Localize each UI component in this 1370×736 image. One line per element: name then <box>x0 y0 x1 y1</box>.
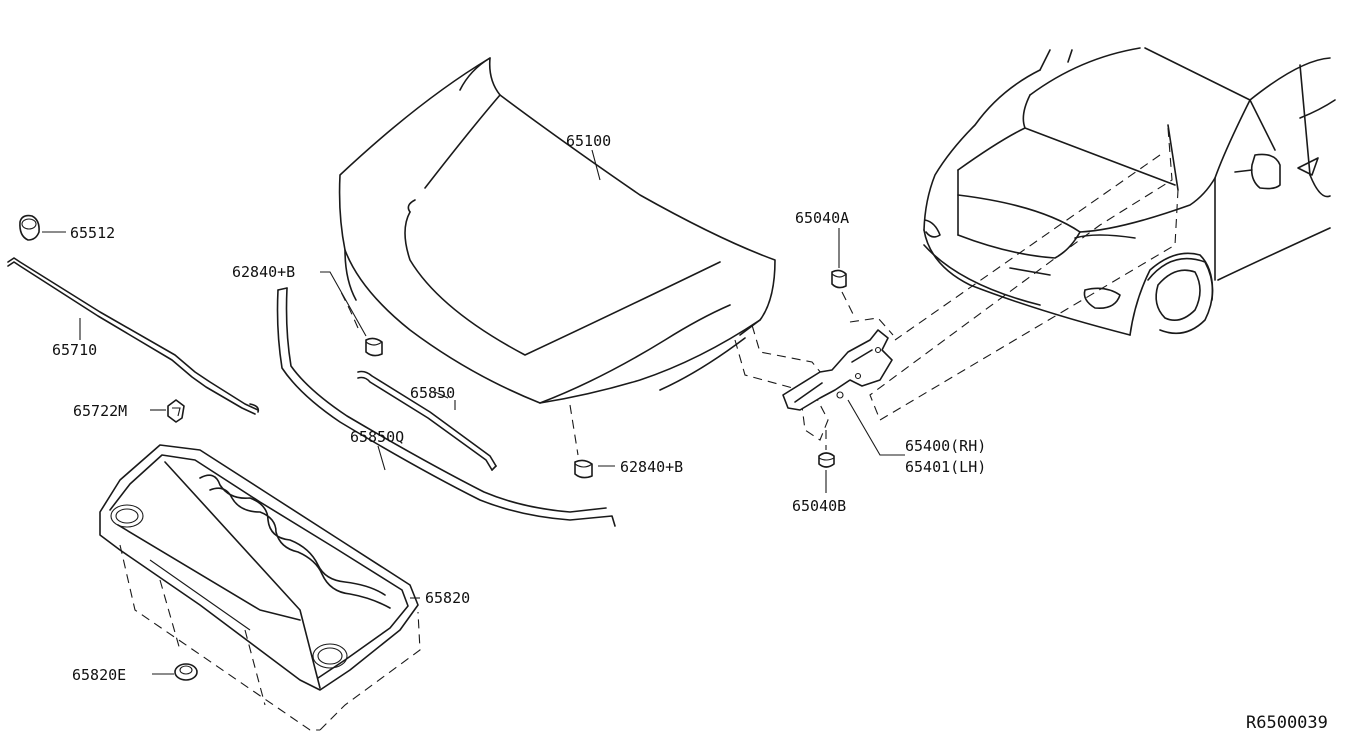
hood-bumper-lower <box>569 404 615 479</box>
label-65400-rh: 65400(RH) <box>905 437 986 455</box>
insulator-dashed-projection <box>119 544 421 731</box>
hood-seal-rear <box>276 287 616 527</box>
label-65040B: 65040B <box>792 497 846 515</box>
seal-front-leader <box>434 391 449 399</box>
hood-support-rod <box>7 257 260 415</box>
hood-panel <box>338 57 776 404</box>
hood-to-hinge-dashed <box>734 324 836 441</box>
vehicle-callout-lines <box>869 127 1179 421</box>
label-65850: 65850 <box>410 384 455 402</box>
label-65710: 65710 <box>52 341 97 359</box>
hinge-bolt-b <box>818 430 835 493</box>
label-65100: 65100 <box>566 132 611 150</box>
label-65820E: 65820E <box>72 666 126 684</box>
label-65722M: 65722M <box>73 402 127 420</box>
hood-hinge <box>782 291 894 411</box>
label-65040A: 65040A <box>795 209 849 227</box>
hood-bumper-upper <box>320 271 383 357</box>
hood-leader <box>591 149 601 181</box>
label-62840B-lower: 62840+B <box>620 458 683 476</box>
label-65401-lh: 65401(LH) <box>905 458 986 476</box>
hood-grommet <box>19 214 66 241</box>
label-65850Q: 65850Q <box>350 428 404 446</box>
hood-seal-front <box>357 370 497 471</box>
insulator-clip <box>152 663 198 681</box>
label-62840B-upper: 62840+B <box>232 263 295 281</box>
hinge-leader <box>847 399 905 456</box>
reference-code: R6500039 <box>1246 713 1328 733</box>
vehicle-illustration <box>923 47 1336 336</box>
hinge-bolt-a <box>831 228 847 289</box>
hood-insulator <box>99 444 420 691</box>
rod-clip <box>150 399 185 423</box>
label-65512: 65512 <box>70 224 115 242</box>
label-65820: 65820 <box>425 589 470 607</box>
